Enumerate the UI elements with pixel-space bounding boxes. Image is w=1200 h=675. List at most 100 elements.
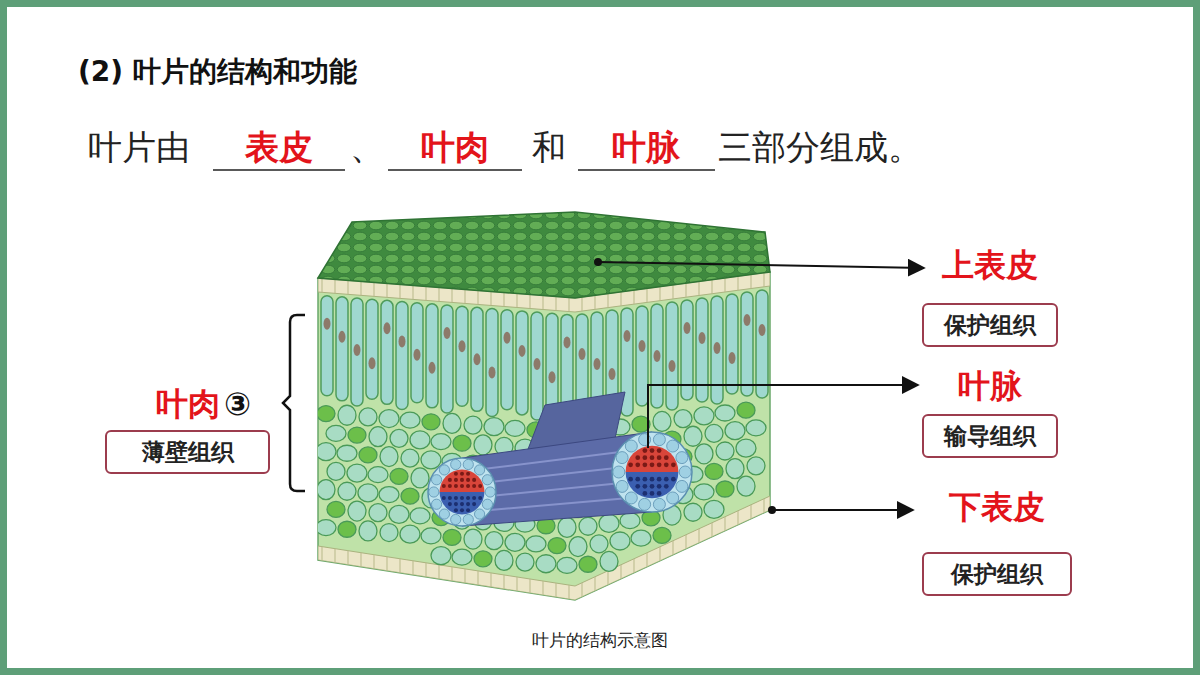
spongy-cell (558, 517, 576, 537)
spongy-cell (369, 504, 387, 522)
callout-number: ③ (224, 384, 251, 424)
vessel (472, 478, 476, 482)
cell-wall (504, 292, 505, 306)
leader-line (648, 385, 918, 448)
palisade-cell (366, 299, 378, 399)
cell-wall (608, 571, 609, 585)
spongy-cell (389, 505, 409, 523)
spongy-cell (579, 556, 597, 572)
spongy-cell (421, 528, 441, 544)
spongy-cell (338, 405, 356, 425)
nucleus (714, 342, 721, 354)
palisade-cell (546, 313, 558, 413)
vessel (671, 462, 676, 467)
tissue-label: 叶肉薄壁组织 (105, 384, 270, 474)
spongy-cell (411, 468, 429, 488)
nucleus (429, 362, 436, 374)
spongy-cell (338, 521, 356, 537)
cell-wall (504, 575, 505, 589)
spongy-cell (359, 521, 377, 541)
spongy-cell (347, 464, 367, 482)
vessel (460, 508, 464, 512)
nucleus (669, 360, 676, 372)
vessel (454, 472, 458, 476)
spongy-cell (548, 538, 566, 554)
spongy-cell (348, 501, 366, 521)
top-surface (318, 212, 770, 298)
cell-wall (699, 281, 700, 295)
mesophyll-cells (316, 272, 770, 600)
spongy-cell (380, 524, 398, 542)
cell-wall (647, 288, 648, 302)
palisade-cell (741, 292, 753, 396)
cell-wall (764, 273, 765, 287)
spongy-cell (716, 481, 734, 497)
spongy-cell (526, 536, 546, 552)
nucleus (609, 368, 616, 380)
sheath-cell (463, 514, 473, 524)
figure-caption: 叶片的结构示意图 (532, 628, 668, 652)
cell-wall (387, 283, 388, 297)
spongy-cell (338, 482, 356, 500)
vessel (442, 496, 446, 500)
vessel (657, 448, 662, 453)
nucleus (594, 358, 601, 370)
spongy-cell (327, 501, 345, 517)
nucleus (399, 336, 406, 348)
spongy-cell (359, 447, 377, 463)
palisade-cell (756, 290, 768, 398)
vessel (657, 462, 662, 467)
blank-underlines (213, 169, 715, 171)
cell-wall (400, 559, 401, 573)
cell-wall (335, 549, 336, 563)
vessel (635, 462, 640, 467)
vessel (650, 477, 655, 482)
sheath-cell (616, 480, 628, 492)
vessel (472, 496, 476, 500)
vessel (454, 502, 458, 506)
cell-wall (322, 547, 323, 561)
spongy-cell (716, 442, 734, 460)
leader-line (598, 262, 924, 268)
xylem (440, 470, 485, 492)
sheath-cell (439, 509, 449, 519)
spongy-cell (474, 551, 492, 567)
vessel (472, 502, 476, 506)
blank-underline (578, 169, 715, 171)
cell-wall (738, 276, 739, 290)
nucleus (369, 357, 376, 369)
cell-wall (595, 295, 596, 309)
cell-wall (348, 551, 349, 565)
cell-wall (608, 294, 609, 308)
cell-wall (361, 281, 362, 295)
cell-wall (582, 297, 583, 311)
front-face (318, 272, 770, 600)
cell-wall (764, 499, 765, 513)
spongy-cell (726, 459, 744, 479)
cell-wall (725, 278, 726, 292)
cell-wall (660, 287, 661, 301)
cell-wall (621, 292, 622, 306)
vessel (466, 508, 470, 512)
nucleus (534, 358, 541, 370)
blank-underline (213, 169, 345, 171)
cell-wall (725, 517, 726, 531)
spongy-cell (725, 422, 745, 440)
spongy-cell (410, 431, 430, 449)
palisade-cell (696, 298, 708, 402)
spongy-cell (516, 553, 534, 571)
cell-wall (660, 547, 661, 561)
vessel (650, 448, 655, 453)
spongy-cell (610, 532, 630, 550)
vessel (478, 496, 482, 500)
spongy-cell (422, 414, 440, 430)
cell-wall (647, 553, 648, 567)
slide-title: (2) 叶片的结构和功能 (78, 52, 357, 92)
vein-cylinder (428, 392, 692, 526)
palisade-cell (651, 304, 663, 408)
spongy-cell (705, 424, 723, 442)
nucleus (459, 340, 466, 352)
cell-wall (712, 280, 713, 294)
spongy-cell (536, 555, 556, 573)
spongy-cell (653, 527, 671, 543)
